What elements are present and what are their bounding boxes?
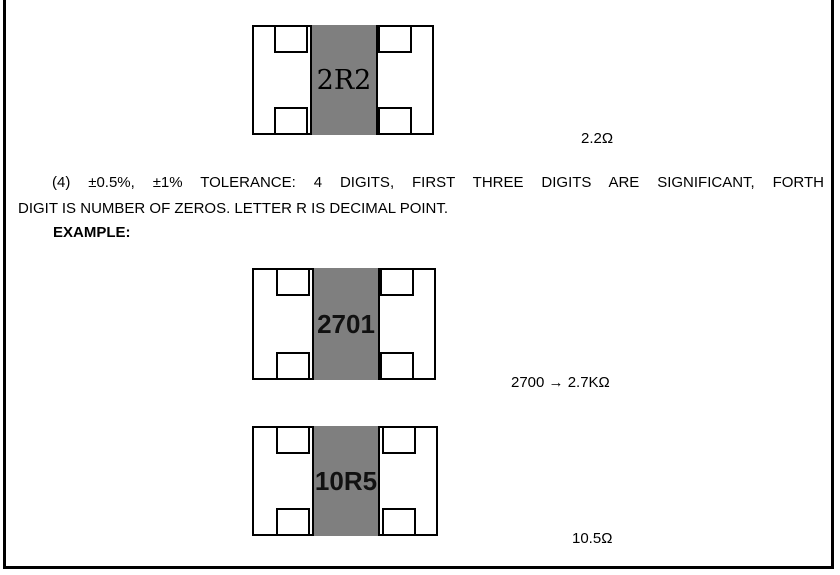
terminal-pad-top-left xyxy=(274,25,308,53)
terminal-pad-top-right xyxy=(378,25,412,53)
resistor-chip-2701: 2701 xyxy=(252,268,436,380)
terminal-pad-top-left xyxy=(276,426,310,454)
value-label: 10.5Ω xyxy=(572,530,613,547)
resistor-chip-2r2: 2R2 xyxy=(252,25,434,135)
rule-line-2: DIGIT IS NUMBER OF ZEROS. LETTER R IS DE… xyxy=(18,200,449,217)
terminal-pad-bottom-right xyxy=(382,508,416,536)
resistor-chip-10r5: 10R5 xyxy=(252,426,438,536)
terminal-pad-bottom-left xyxy=(274,107,308,135)
tolerance-rule-paragraph: (4) ±0.5%, ±1% TOLERANCE: 4 DIGITS, FIRS… xyxy=(18,170,824,222)
terminal-pad-bottom-left xyxy=(276,352,310,380)
rule-line-1: (4) ±0.5%, ±1% TOLERANCE: 4 DIGITS, FIRS… xyxy=(52,174,824,191)
example-heading: EXAMPLE: xyxy=(53,224,131,241)
terminal-pad-top-right xyxy=(382,426,416,454)
resistor-body: 2701 xyxy=(312,268,380,380)
terminal-pad-bottom-left xyxy=(276,508,310,536)
terminal-pad-bottom-right xyxy=(380,352,414,380)
value-label: 2.2Ω xyxy=(581,130,614,147)
resistor-body: 2R2 xyxy=(310,25,378,135)
terminal-pad-top-left xyxy=(276,268,310,296)
document-frame xyxy=(3,0,834,569)
chip-marking: 10R5 xyxy=(314,465,378,496)
resistor-body: 10R5 xyxy=(312,426,380,536)
chip-marking: 2701 xyxy=(317,308,375,339)
terminal-pad-top-right xyxy=(380,268,414,296)
value-label: 2700 → 2.7KΩ xyxy=(511,374,610,391)
terminal-pad-bottom-right xyxy=(378,107,412,135)
chip-marking: 2R2 xyxy=(316,64,372,96)
